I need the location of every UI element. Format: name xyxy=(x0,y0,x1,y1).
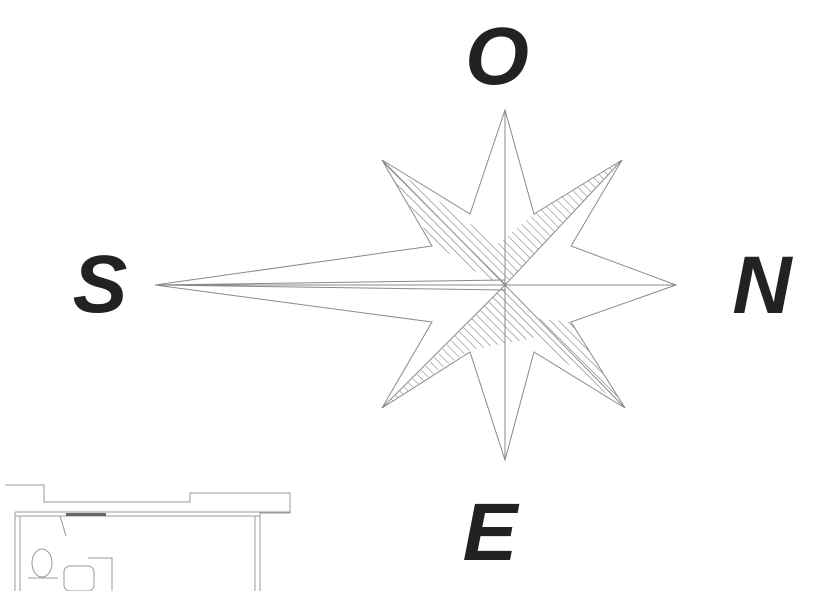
ray-ne xyxy=(505,160,622,285)
west-edge-lower xyxy=(155,285,505,290)
plan-fixture-sink xyxy=(64,566,94,591)
label-top: O xyxy=(465,11,529,102)
plan-fixture-cabinet xyxy=(88,558,112,591)
label-left: S xyxy=(73,239,128,330)
lower-hatched-region xyxy=(382,285,625,408)
label-right: N xyxy=(732,240,793,331)
compass-star xyxy=(155,110,676,460)
label-bottom: E xyxy=(463,487,520,578)
plan-fixture-toilet xyxy=(32,549,52,577)
ray-nw xyxy=(382,160,505,285)
west-edge-upper xyxy=(155,280,505,285)
plan-dark-strip xyxy=(66,513,106,516)
ray-se xyxy=(505,285,625,408)
floor-plan-fragment xyxy=(5,485,290,591)
plan-small-wall xyxy=(60,516,66,536)
